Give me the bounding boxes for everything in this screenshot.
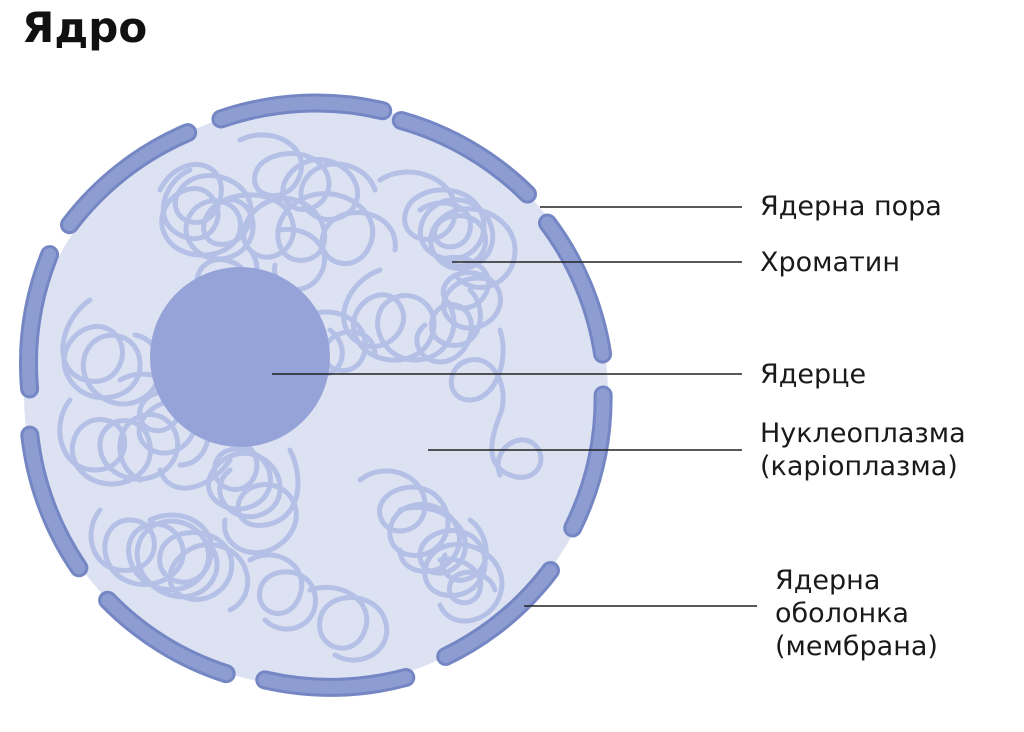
- page-title: Ядро: [22, 3, 148, 52]
- label-chromatin: Хроматин: [760, 247, 900, 278]
- label-nucleolus: Ядерце: [760, 359, 867, 390]
- nuclear-envelope-fill: [22, 96, 610, 694]
- chromatin: [57, 132, 544, 663]
- nucleolus: [150, 267, 330, 447]
- label-nuclear-envelope: Ядерна оболонка (мембрана): [775, 565, 938, 662]
- label-nucleoplasm: Нуклеоплазма (каріоплазма): [760, 418, 966, 482]
- label-nuclear-pore: Ядерна пора: [760, 191, 942, 222]
